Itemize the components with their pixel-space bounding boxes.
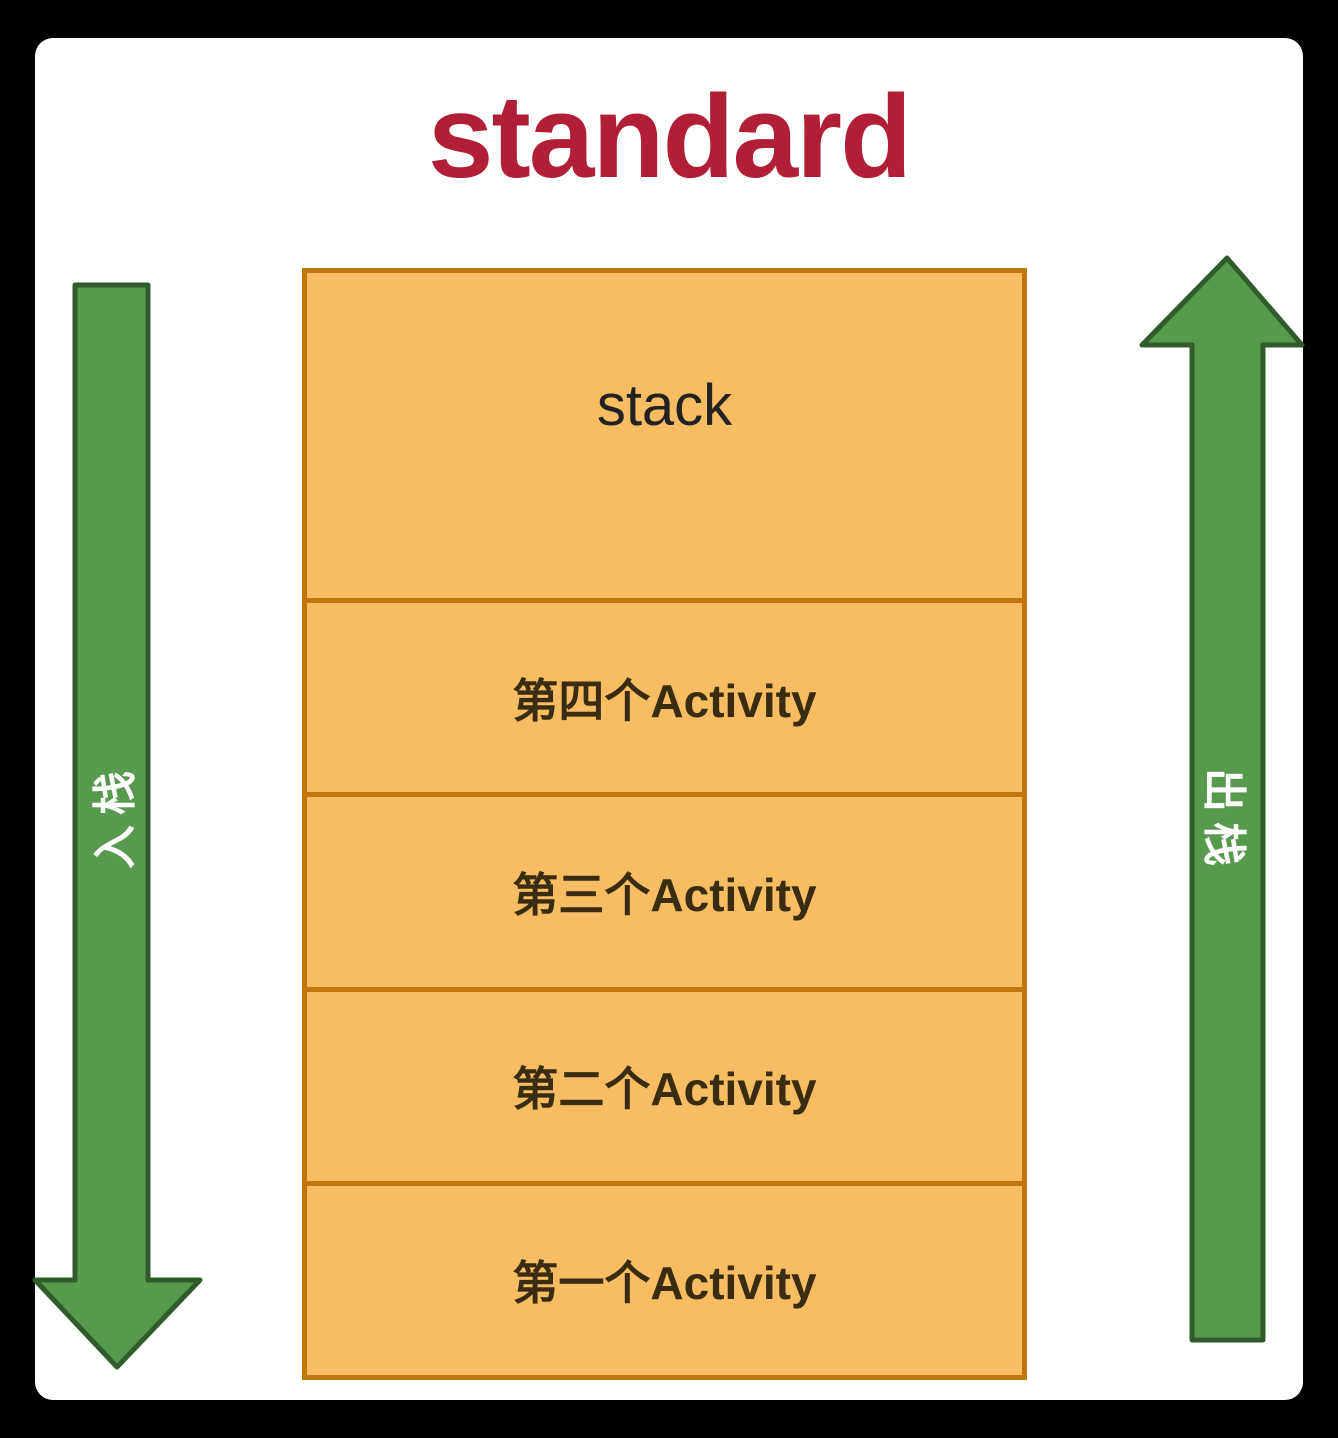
stack-row-activity-2: 第二个Activity: [307, 986, 1022, 1181]
push-down-arrow-icon: [32, 282, 203, 1370]
diagram-card: standard stack 第四个Activity 第三个Activity 第…: [32, 38, 1305, 1400]
pop-up-arrow-icon: [1139, 255, 1305, 1343]
stack-header-row: stack: [307, 273, 1022, 598]
stack-header-label: stack: [596, 373, 733, 438]
page-title: standard: [427, 71, 912, 203]
stack-row-label: 第一个Activity: [512, 1257, 817, 1310]
stack-row-activity-1: 第一个Activity: [307, 1180, 1022, 1375]
stack-row-label: 第四个Activity: [512, 674, 817, 727]
activity-stack: stack 第四个Activity 第三个Activity 第二个Activit…: [302, 268, 1027, 1380]
push-label: 入栈: [91, 761, 140, 869]
stack-row-activity-4: 第四个Activity: [307, 598, 1022, 792]
stack-row-label: 第三个Activity: [512, 868, 817, 921]
stack-row-label: 第二个Activity: [512, 1063, 817, 1116]
stack-row-activity-3: 第三个Activity: [307, 792, 1022, 986]
pop-label: 出栈: [1199, 768, 1248, 876]
